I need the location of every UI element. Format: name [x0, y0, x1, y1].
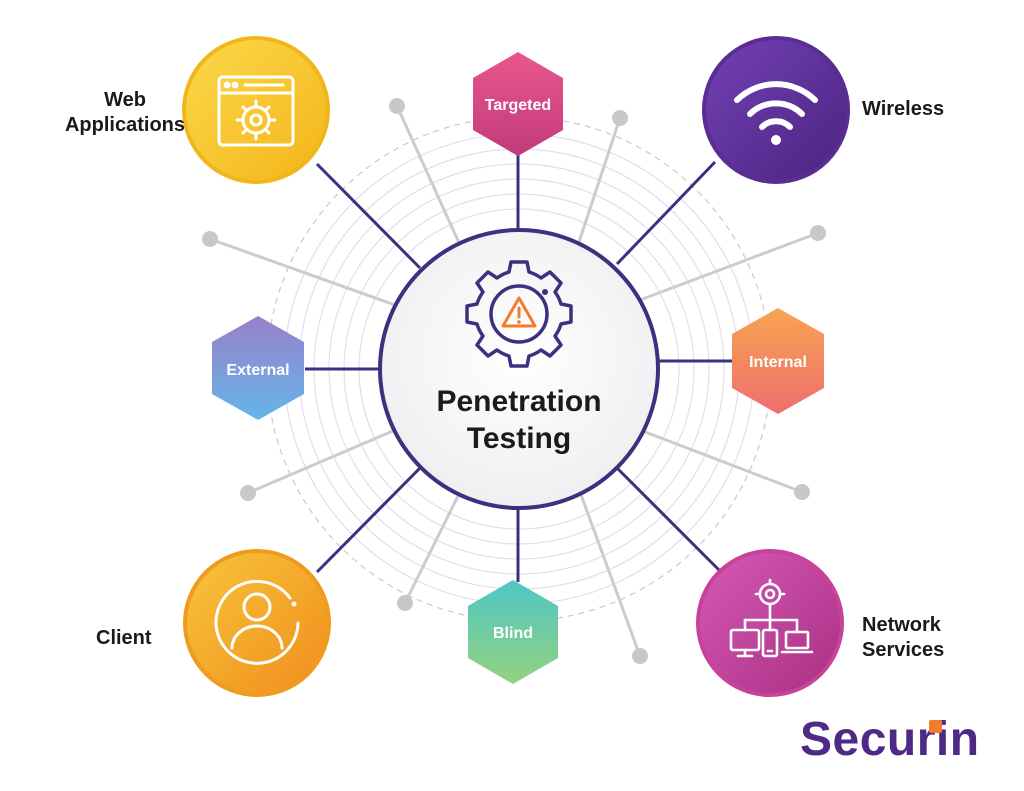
hex-blind-label: Blind	[493, 625, 533, 642]
brand-logo: Securin	[800, 712, 980, 767]
user-icon	[214, 579, 300, 665]
network-devices-icon	[729, 578, 814, 658]
label-network-services-line2: Services	[862, 639, 945, 661]
hex-external-label: External	[226, 362, 289, 379]
label-wireless-line1: Wireless	[862, 98, 945, 120]
label-web-applications-line2: Applications	[64, 114, 185, 136]
label-network-services: Network Services	[862, 613, 944, 663]
node-network-services	[696, 549, 844, 697]
label-client-line1: Client	[96, 627, 152, 649]
label-network-services-line1: Network	[862, 614, 941, 636]
node-client	[183, 549, 331, 697]
center-title-line2: Testing	[467, 422, 571, 455]
gear-warning-icon	[465, 260, 573, 368]
node-web-applications	[182, 36, 330, 184]
label-web-applications-line1: Web	[104, 89, 146, 111]
wifi-icon	[734, 81, 818, 130]
gray-spokes	[209, 105, 819, 657]
hex-external: External	[212, 316, 304, 420]
hex-targeted: Targeted	[473, 52, 563, 156]
label-client: Client	[96, 626, 152, 651]
label-web-applications: Web Applications	[60, 88, 190, 138]
spoke-end-dots	[202, 98, 826, 664]
label-wireless: Wireless	[862, 97, 944, 122]
center-title-line1: Penetration	[436, 385, 601, 418]
brand-name: Securin	[800, 713, 980, 766]
center-node: Penetration Testing	[378, 228, 660, 510]
hex-blind: Blind	[468, 580, 558, 684]
hex-internal-label: Internal	[749, 354, 807, 371]
connector-lines	[305, 155, 732, 582]
hex-internal: Internal	[732, 308, 824, 414]
node-wireless	[702, 36, 850, 184]
hex-targeted-label: Targeted	[485, 97, 551, 114]
browser-gear-icon	[217, 75, 295, 147]
brand-accent-dot	[929, 720, 942, 733]
